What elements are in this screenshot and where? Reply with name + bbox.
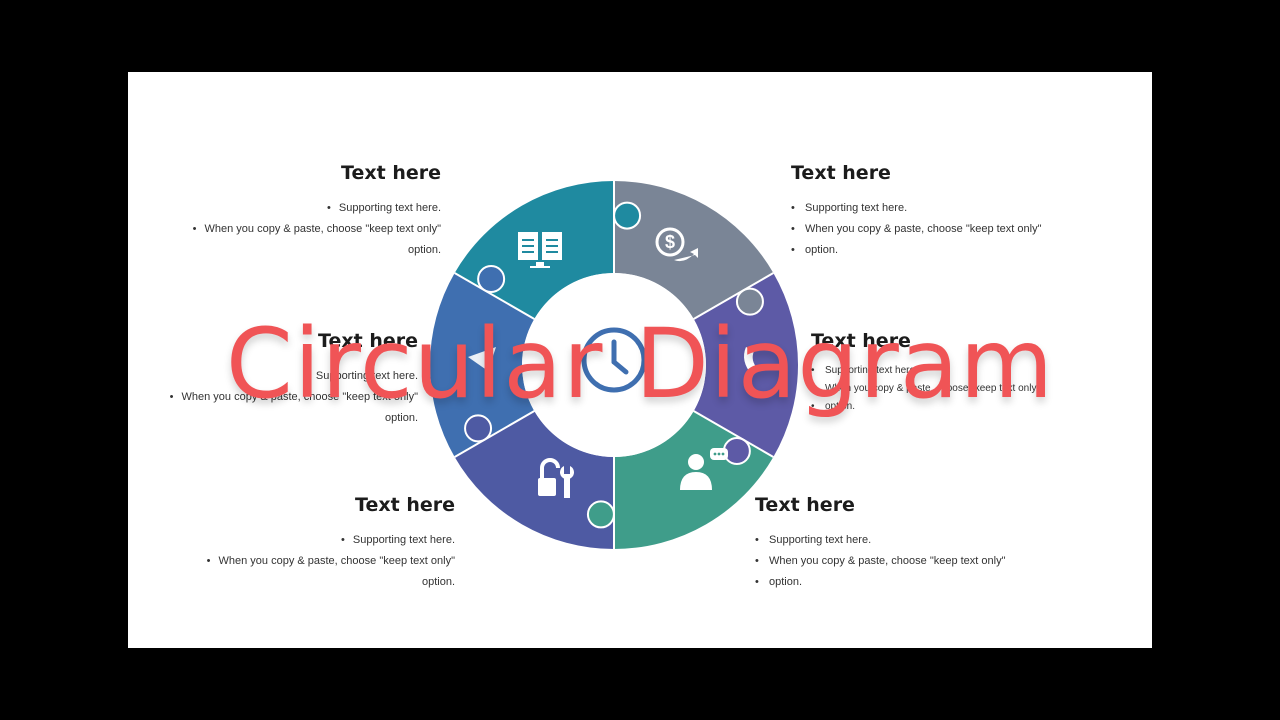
bullet-text: Supporting text here. bbox=[338, 202, 441, 214]
block-title: Text here bbox=[341, 162, 441, 184]
bullet-text-cont: option. bbox=[811, 398, 1111, 416]
segment-seam bbox=[454, 272, 535, 320]
bullet-text: When you copy & paste, choose "keep text… bbox=[755, 551, 1055, 572]
block-title: Text here bbox=[755, 494, 855, 516]
dollar-cycle-icon: $ bbox=[655, 227, 698, 262]
text-block-mid-left: Text here •Supporting text here. •When y… bbox=[128, 330, 418, 429]
bullet-text: When you copy & paste, choose "keep text… bbox=[204, 223, 442, 235]
puzzle-knob bbox=[477, 264, 506, 293]
bullet-text: Supporting text here. bbox=[315, 370, 418, 382]
send-icon bbox=[468, 347, 496, 371]
segment-seam bbox=[693, 410, 774, 458]
bullet-text-cont: option. bbox=[791, 240, 1091, 261]
text-block-bottom-right: Text here Supporting text here. When you… bbox=[755, 494, 1055, 593]
puzzle-knobs bbox=[464, 201, 764, 529]
text-block-top-left: Text here •Supporting text here. •When y… bbox=[141, 162, 441, 261]
bullet-text: When you copy & paste, choose "keep text… bbox=[791, 219, 1091, 240]
phone-icon bbox=[744, 347, 758, 375]
block-title: Text here bbox=[318, 330, 418, 352]
circular-diagram: $ bbox=[430, 181, 798, 549]
bullet-text: Supporting text here. bbox=[755, 530, 1055, 551]
bullet-text: option. bbox=[384, 412, 418, 424]
bullet-text: Supporting text here. bbox=[791, 198, 1091, 219]
support-person-icon bbox=[680, 448, 728, 490]
bullet-text: When you copy & paste, choose "keep text… bbox=[181, 391, 419, 403]
segment-seam bbox=[693, 272, 774, 320]
bullet-text-cont: option. bbox=[755, 572, 1055, 593]
book-monitor-icon bbox=[518, 232, 562, 268]
segment-seams bbox=[454, 181, 774, 549]
svg-text:$: $ bbox=[665, 232, 675, 252]
block-title: Text here bbox=[791, 162, 891, 184]
puzzle-knob bbox=[586, 500, 615, 529]
clock-icon bbox=[581, 327, 647, 393]
bullet-text: Supporting text here. bbox=[352, 534, 455, 546]
text-block-bottom-left: Text here •Supporting text here. •When y… bbox=[155, 494, 455, 593]
puzzle-knob bbox=[464, 414, 493, 443]
block-title: Text here bbox=[355, 494, 455, 516]
block-title: Text here bbox=[811, 330, 911, 352]
text-block-mid-right: Text here Supporting text here. When you… bbox=[811, 330, 1111, 416]
bullet-text: When you copy & paste, choose "keep text… bbox=[811, 380, 1111, 398]
lock-wrench-icon bbox=[538, 458, 574, 498]
puzzle-knob bbox=[735, 287, 764, 316]
ring-segment bbox=[614, 181, 774, 319]
ring-segment bbox=[454, 411, 614, 549]
bullet-text: option. bbox=[421, 576, 455, 588]
slide: Text here •Supporting text here. •When y… bbox=[128, 72, 1152, 648]
bullet-text: When you copy & paste, choose "keep text… bbox=[218, 555, 456, 567]
puzzle-knob bbox=[613, 201, 642, 230]
text-block-top-right: Text here Supporting text here. When you… bbox=[791, 162, 1091, 261]
bullet-text: option. bbox=[407, 244, 441, 256]
segment-seam bbox=[454, 410, 535, 458]
bullet-text: Supporting text here. bbox=[811, 362, 1111, 380]
